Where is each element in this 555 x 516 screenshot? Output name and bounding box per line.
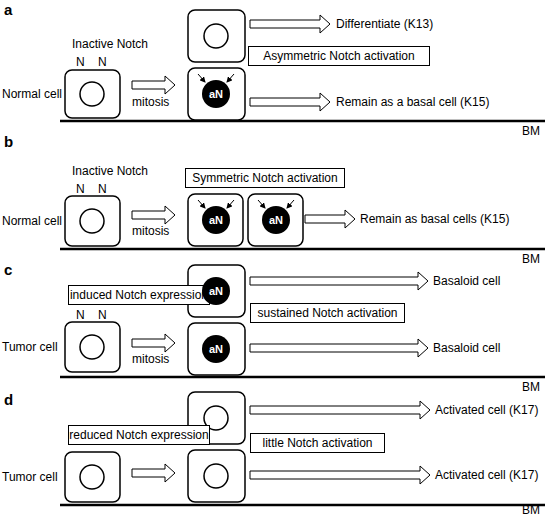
annotation-text: BM (522, 504, 540, 516)
annotation-text: Tumor cell (2, 471, 58, 483)
nucleus-label: aN (209, 214, 223, 226)
annotation-text: Normal cell (2, 215, 62, 227)
active-notch-nucleus: aN (202, 80, 230, 108)
annotation-text: BM (522, 125, 540, 137)
annotation-text: Basaloid cell (433, 275, 500, 287)
active-notch-nucleus: aN (202, 335, 230, 363)
annotation-text: Tumor cell (2, 341, 58, 353)
annotation-text: mitosis (132, 353, 169, 365)
annotation-text: Activated cell (K17) (435, 404, 538, 416)
process-box: Symmetric Notch activation (185, 168, 345, 188)
annotation-text: Basaloid cell (433, 342, 500, 354)
annotation-text: BM (522, 253, 540, 265)
annotation-text: Differentiate (K13) (336, 18, 433, 30)
nucleus-label: aN (209, 343, 223, 355)
cell-outline (65, 10, 303, 502)
box-label: Symmetric Notch activation (192, 171, 337, 185)
active-notch-nucleus: aN (262, 206, 290, 234)
process-box: reduced Notch expression (68, 425, 210, 445)
active-notch-nucleus: aN (202, 277, 230, 305)
annotation-text: Activated cell (K17) (435, 469, 538, 481)
annotation-text: BM (522, 381, 540, 393)
annotation-text: mitosis (132, 225, 169, 237)
nucleus-label: aN (209, 285, 223, 297)
box-label: Asymmetric Notch activation (263, 49, 414, 63)
annotation-text: N N (76, 56, 107, 68)
annotation-text: mitosis (132, 96, 169, 108)
annotation-text: Inactive Notch (72, 165, 148, 177)
annotation-text: Remain as basal cells (K15) (360, 213, 509, 225)
annotation-text: Remain as a basal cell (K15) (336, 96, 489, 108)
annotation-text: N N (76, 183, 107, 195)
panel-letter: b (4, 134, 13, 149)
process-box: little Notch activation (250, 433, 385, 453)
annotation-text: Inactive Notch (72, 38, 148, 50)
process-box: induced Notch expression (68, 285, 210, 305)
nucleus-label: aN (209, 88, 223, 100)
panel-letter: d (4, 392, 13, 407)
annotation-text: N N (76, 309, 107, 321)
box-label: induced Notch expression (70, 288, 208, 302)
hollow-arrow (132, 15, 430, 484)
box-label: sustained Notch activation (257, 306, 397, 320)
panel-letter: c (4, 262, 12, 277)
panel-letter: a (4, 2, 12, 17)
box-label: reduced Notch expression (69, 428, 208, 442)
process-box: Asymmetric Notch activation (248, 46, 430, 66)
process-box: sustained Notch activation (250, 303, 405, 323)
nucleus-label: aN (269, 214, 283, 226)
basement-membrane (60, 121, 545, 505)
active-notch-nucleus: aN (202, 206, 230, 234)
box-label: little Notch activation (262, 436, 372, 450)
annotation-text: Normal cell (2, 88, 62, 100)
